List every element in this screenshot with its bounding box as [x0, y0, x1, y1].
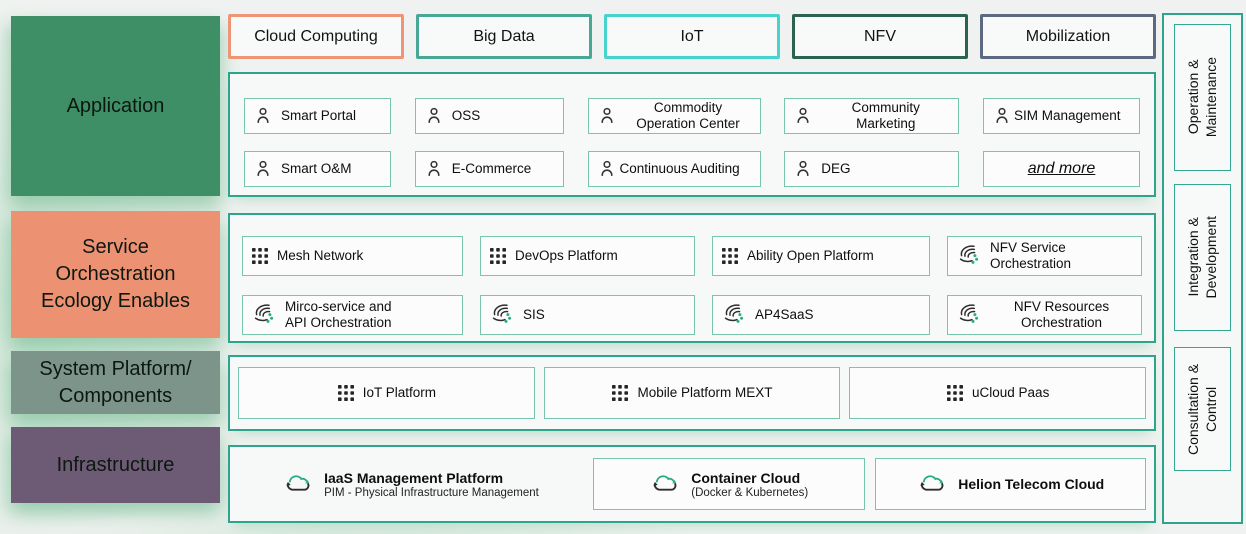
infra-item-helion-telecom-cloud[interactable]: Helion Telecom Cloud	[874, 458, 1146, 510]
person-icon	[424, 106, 444, 126]
grid-icon	[489, 247, 507, 265]
app-item-and-more[interactable]: and more	[983, 151, 1140, 187]
swirl-icon	[956, 302, 982, 328]
item-label: Mobile Platform MEXT	[637, 385, 773, 401]
svc-item-nfv-resources-orchestration[interactable]: NFV Resources Orchestration	[947, 295, 1142, 335]
svc-item-nfv-service-orchestration[interactable]: NFV Service Orchestration	[947, 236, 1142, 276]
person-icon	[597, 159, 617, 179]
tab-nfv[interactable]: NFV	[792, 14, 968, 59]
grid-icon	[251, 247, 269, 265]
svc-item-sis[interactable]: SIS	[480, 295, 695, 335]
grid-icon	[337, 384, 355, 402]
item-label: uCloud Paas	[972, 385, 1050, 401]
layer-label-application: Application	[11, 16, 220, 196]
swirl-icon	[251, 302, 277, 328]
infra-subtitle: (Docker & Kubernetes)	[691, 486, 809, 499]
section-service-orchestration: Mesh Network DevOps Platform Ability Ope…	[228, 213, 1156, 343]
infra-title: Helion Telecom Cloud	[958, 476, 1105, 492]
right-rail: Operation & Maintenance Integration & De…	[1162, 13, 1243, 524]
infrastructure-row: IaaS Management Platform PIM - Physical …	[230, 447, 1154, 521]
person-icon	[992, 106, 1012, 126]
item-label: AP4SaaS	[755, 307, 814, 323]
item-label: IoT Platform	[362, 385, 436, 401]
rail-item-operation-maintenance: Operation & Maintenance	[1174, 24, 1231, 171]
section-infrastructure: IaaS Management Platform PIM - Physical …	[228, 445, 1156, 523]
item-label: Smart O&M	[281, 161, 352, 177]
app-item-e-commerce[interactable]: E-Commerce	[414, 151, 564, 187]
svc-item-devops-platform[interactable]: DevOps Platform	[480, 236, 695, 276]
app-item-sim-management[interactable]: SIM Management	[983, 98, 1140, 134]
infra-item-iaas-management-platform[interactable]: IaaS Management Platform PIM - Physical …	[238, 458, 583, 510]
item-label: Commodity Operation Center	[636, 100, 740, 131]
section-application: Smart Portal OSS Commodity Operation Cen…	[228, 72, 1156, 197]
svc-item-ability-open-platform[interactable]: Ability Open Platform	[712, 236, 930, 276]
rail-item-consultation-control: Consultation & Control	[1174, 347, 1231, 471]
app-item-smart-oandm[interactable]: Smart O&M	[244, 151, 391, 187]
rail-label: Integration & Development	[1185, 216, 1220, 299]
grid-icon	[946, 384, 964, 402]
grid-icon	[721, 247, 739, 265]
svc-item-mesh-network[interactable]: Mesh Network	[242, 236, 463, 276]
category-tabs: Cloud Computing Big Data IoT NFV Mobiliz…	[228, 14, 1156, 59]
sys-item-iot-platform[interactable]: IoT Platform	[238, 367, 535, 419]
item-label: DevOps Platform	[515, 248, 618, 264]
layer-label-system-platform: System Platform/ Components	[11, 351, 220, 414]
tab-iot[interactable]: IoT	[604, 14, 780, 59]
person-icon	[253, 106, 273, 126]
item-label: NFV Service Orchestration	[990, 240, 1072, 271]
section-system-platform: IoT Platform Mobile Platform MEXT uCloud…	[228, 355, 1156, 431]
person-icon	[793, 106, 813, 126]
and-more-label: and more	[1027, 159, 1096, 177]
layer-label-service-orchestration: Service Orchestration Ecology Enables	[11, 211, 220, 338]
app-item-commodity-operation-center[interactable]: Commodity Operation Center	[587, 98, 761, 134]
app-item-deg[interactable]: DEG	[784, 151, 960, 187]
item-label: Continuous Auditing	[619, 161, 740, 177]
person-icon	[424, 159, 444, 179]
person-icon	[253, 159, 273, 179]
item-label: OSS	[451, 108, 481, 124]
svc-item-ap4saas[interactable]: AP4SaaS	[712, 295, 930, 335]
svc-item-micro-service-api-orchestration[interactable]: Mirco-service and API Orchestration	[242, 295, 463, 335]
layer-label-infrastructure: Infrastructure	[11, 427, 220, 503]
sys-item-mobile-platform-mext[interactable]: Mobile Platform MEXT	[543, 367, 841, 419]
item-label: Ability Open Platform	[747, 248, 874, 264]
sys-item-ucloud-paas[interactable]: uCloud Paas	[849, 367, 1147, 419]
app-item-smart-portal[interactable]: Smart Portal	[244, 98, 391, 134]
infra-text: Container Cloud (Docker & Kubernetes)	[691, 470, 808, 499]
infra-title: Container Cloud	[691, 469, 801, 486]
rail-item-integration-development: Integration & Development	[1174, 184, 1231, 331]
person-icon	[793, 159, 813, 179]
tab-cloud-computing[interactable]: Cloud Computing	[228, 14, 404, 59]
person-icon	[597, 106, 617, 126]
item-label: Community Marketing	[851, 100, 920, 131]
swirl-icon	[489, 302, 515, 328]
rail-label: Operation & Maintenance	[1185, 57, 1220, 138]
tab-mobilization[interactable]: Mobilization	[980, 14, 1156, 59]
app-item-continuous-auditing[interactable]: Continuous Auditing	[587, 151, 761, 187]
item-label: E-Commerce	[451, 161, 532, 177]
item-label: Mirco-service and API Orchestration	[285, 299, 392, 330]
infra-item-container-cloud[interactable]: Container Cloud (Docker & Kubernetes)	[593, 458, 865, 510]
system-platform-row: IoT Platform Mobile Platform MEXT uCloud…	[230, 357, 1154, 429]
grid-icon	[611, 384, 629, 402]
item-label: SIM Management	[1014, 108, 1121, 124]
cloud-sync-icon	[649, 471, 681, 497]
item-label: SIS	[523, 307, 545, 323]
infra-title: IaaS Management Platform	[324, 469, 504, 486]
item-label: NFV Resources Orchestration	[1013, 299, 1110, 330]
item-label: DEG	[821, 161, 851, 177]
infra-text: Helion Telecom Cloud	[958, 476, 1104, 492]
item-label: Smart Portal	[281, 108, 357, 124]
tab-big-data[interactable]: Big Data	[416, 14, 592, 59]
app-item-community-marketing[interactable]: Community Marketing	[784, 98, 960, 134]
rail-label: Consultation & Control	[1185, 363, 1220, 455]
app-item-oss[interactable]: OSS	[414, 98, 564, 134]
swirl-icon	[956, 243, 982, 269]
swirl-icon	[721, 302, 747, 328]
item-label: Mesh Network	[277, 248, 364, 264]
infra-text: IaaS Management Platform PIM - Physical …	[324, 470, 539, 499]
infra-subtitle: PIM - Physical Infrastructure Management	[324, 486, 539, 499]
cloud-sync-icon	[916, 471, 948, 497]
cloud-sync-icon	[282, 471, 314, 497]
